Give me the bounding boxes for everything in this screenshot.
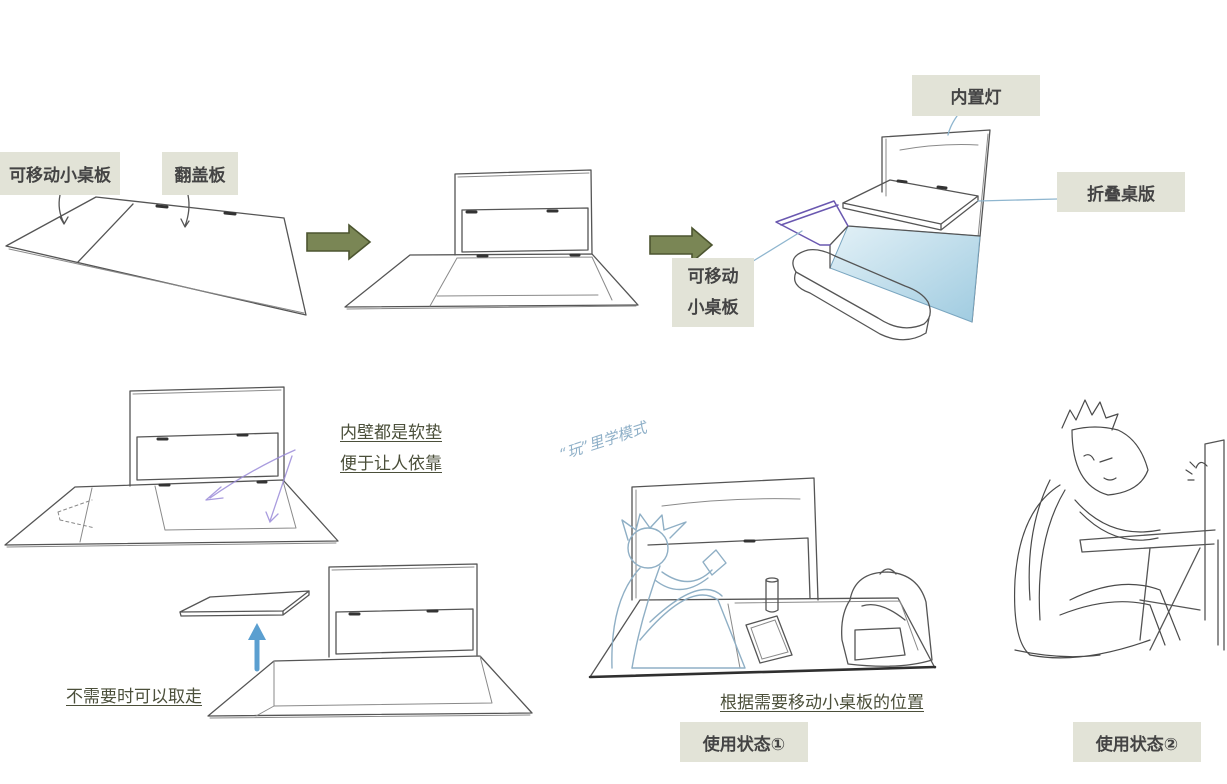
- soft-box-front-edge: [6, 542, 337, 548]
- removable-box-lid: [328, 563, 478, 658]
- label-built-in-light: 内置灯: [912, 75, 1040, 116]
- lift-up-arrow-head: [248, 623, 266, 640]
- step-arrow-icon: [306, 223, 372, 261]
- back-panel: [881, 129, 991, 323]
- step-arrow-icon: [649, 226, 714, 264]
- backpack-pocket: [854, 627, 906, 661]
- scene2-box-wall: [1204, 439, 1225, 651]
- note-soft-wall-line1: 内壁都是软垫: [340, 423, 442, 443]
- soft-wall-hint-arrow: [57, 499, 96, 529]
- note-removable: 不需要时可以取走: [66, 687, 202, 707]
- removable-tray-sketch: [179, 563, 533, 719]
- child-arm: [654, 569, 713, 591]
- floating-tray-board: [179, 590, 310, 613]
- folding-desk-tab: [896, 179, 908, 184]
- removable-box-lid-edge: [331, 566, 475, 571]
- open-box-sketch: [344, 169, 639, 310]
- backpack-strap: [861, 568, 906, 621]
- soft-box-lid: [129, 386, 285, 487]
- scene2-lamp-glow: [1185, 461, 1208, 481]
- closed-box-divider: [77, 203, 134, 263]
- child-legs: [631, 588, 746, 669]
- soft-wall-box-sketch: [4, 386, 339, 548]
- lid-pointer-arrow: [180, 194, 190, 228]
- phone: [702, 549, 727, 576]
- tray-pointer-line: [749, 230, 803, 264]
- scene1-lid-panel: [647, 537, 811, 599]
- note-soft-wall-line2: 便于让人依靠: [340, 454, 442, 474]
- cup-rim: [765, 577, 779, 583]
- adult-body: [1014, 479, 1066, 656]
- closed-box-tab: [223, 211, 237, 216]
- floating-tray-thickness: [179, 590, 310, 617]
- adult-arm: [1074, 499, 1161, 541]
- scene2-desk: [1079, 529, 1216, 553]
- seat-cushion-edge: [793, 271, 930, 341]
- closed-box-front-edge: [8, 248, 305, 314]
- movable-tray-strips: [775, 200, 849, 246]
- adult-legs: [1059, 583, 1181, 646]
- soft-box-lid-panel: [136, 432, 279, 481]
- folding-desk-box-sketch: [749, 115, 1058, 341]
- tablet: [745, 615, 793, 664]
- soft-box-lid-edge: [132, 389, 282, 395]
- removable-box-inner-lines: [255, 655, 493, 717]
- tablet-screen: [750, 619, 789, 660]
- removable-box-lid-panel: [335, 608, 474, 655]
- label-usage-state-2: 使用状态②: [1073, 722, 1201, 762]
- adult-face: [1083, 454, 1117, 481]
- open-box-lid-edge: [457, 172, 590, 178]
- closed-box-outline: [5, 196, 307, 316]
- scene1-box-base: [589, 597, 936, 678]
- open-box-inner-lines: [429, 256, 613, 307]
- backpack: [841, 571, 933, 667]
- label-movable-tray-right: 可移动 小桌板: [672, 258, 754, 327]
- floor-panel-blue: [829, 225, 981, 323]
- light-pointer-line: [947, 115, 958, 136]
- box-side-edges: [829, 225, 981, 269]
- child-hair: [621, 513, 687, 541]
- child-body: [611, 565, 661, 669]
- seat-cushion: [792, 248, 931, 329]
- closed-box-tab: [155, 204, 169, 209]
- adult-hair: [1061, 399, 1119, 431]
- soft-wall-pressure-stroke: [205, 449, 296, 501]
- adult-base: [1014, 639, 1151, 659]
- label-usage-state-1: 使用状态①: [680, 722, 808, 762]
- folding-desk-tab: [936, 185, 948, 190]
- note-move-tray: 根据需要移动小桌板的位置: [720, 693, 924, 713]
- open-box-front-edge: [346, 305, 637, 310]
- label-movable-tray-right-line2: 小桌板: [687, 297, 739, 318]
- usage-state-1-scene: [588, 477, 937, 679]
- scene1-tray-edges: [727, 600, 919, 669]
- child-head: [627, 527, 669, 569]
- scene1-light-strip: [661, 498, 801, 507]
- adult-head: [1071, 426, 1149, 496]
- scene1-box-front-edge: [588, 665, 937, 679]
- folding-desk-thickness: [842, 195, 979, 231]
- desk-pointer-line: [977, 198, 1058, 202]
- label-movable-tray-left: 可移动小桌板: [0, 152, 120, 195]
- tray-pointer-arrow: [58, 194, 69, 225]
- scene2-desk-legs: [1139, 547, 1201, 651]
- soft-box-floor-lines: [79, 480, 297, 543]
- removable-box-front-edge: [209, 714, 531, 719]
- scene1-lid: [631, 477, 819, 601]
- open-box-lid-panel: [461, 207, 589, 253]
- label-flip-lid: 翻盖板: [162, 152, 238, 195]
- soft-box-base: [4, 479, 339, 546]
- closed-box-sketch: [5, 194, 307, 316]
- built-in-light-strip: [899, 144, 979, 151]
- label-movable-tray-right-line1: 可移动: [687, 266, 739, 287]
- open-box-lid: [454, 169, 593, 256]
- cup: [765, 579, 779, 613]
- usage-state-2-scene: [1014, 399, 1225, 659]
- label-folding-desk: 折叠桌版: [1057, 172, 1185, 212]
- soft-wall-pressure-arrow: [265, 455, 293, 524]
